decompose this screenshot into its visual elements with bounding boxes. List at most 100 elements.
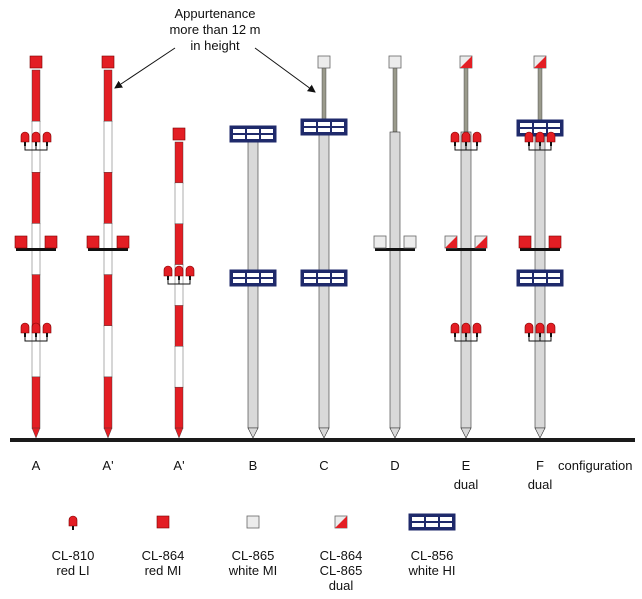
hi-lamp-window <box>426 523 438 527</box>
white-hi-light-icon <box>516 269 564 287</box>
legend-line: CL-864 <box>319 548 363 563</box>
light-stem <box>24 333 26 337</box>
light-stem <box>46 333 48 337</box>
red-li-light-icon <box>472 131 482 143</box>
legend-label-cl-865: CL-865 white MI <box>208 548 298 578</box>
red-li-light-icon <box>535 131 545 143</box>
hi-lamp-window <box>520 129 532 133</box>
light-stem <box>528 333 530 337</box>
white-hi-light-icon <box>300 269 348 287</box>
red-li-light-icon <box>20 322 30 334</box>
white-hi-light-icon <box>300 118 348 136</box>
red-li-light-icon <box>31 322 41 334</box>
mast-label: C <box>319 458 329 473</box>
hi-lamp-window <box>534 273 546 277</box>
white-mi-light-icon <box>388 55 402 69</box>
hi-lamp-window <box>304 122 316 126</box>
appurtenance-pole <box>463 67 469 133</box>
legend-item-red-mi <box>156 515 170 529</box>
annotation-arrow-left <box>114 47 176 89</box>
legend-line: CL-865 <box>231 548 275 563</box>
hi-lamp-window <box>233 273 245 277</box>
hi-lamp-window <box>332 279 344 283</box>
red-li-light-icon <box>20 131 30 143</box>
legend-line: white HI <box>408 563 456 578</box>
dual-red-half <box>475 236 487 248</box>
red-li-light-icon <box>472 322 482 334</box>
light-stem <box>454 142 456 146</box>
hi-lamp-window <box>520 123 532 127</box>
mast-2 <box>86 55 130 439</box>
legend-line: CL-864 <box>141 548 185 563</box>
legend-item-white-mi <box>246 515 260 529</box>
hi-lamp-window <box>332 273 344 277</box>
hi-lamp-window <box>412 523 424 527</box>
legend-label-dual: CL-864 CL-865 dual <box>296 548 386 593</box>
hi-lamp-window <box>548 129 560 133</box>
light-stem <box>72 526 74 530</box>
mast-band <box>103 120 113 173</box>
legend-line: red LI <box>56 563 90 578</box>
light-stem <box>465 142 467 146</box>
mast-band <box>103 325 113 378</box>
mast-band <box>31 274 41 327</box>
hi-lamp-window <box>261 129 273 133</box>
legend-line: CL-865 <box>319 563 363 578</box>
legend-item-dual <box>334 515 348 529</box>
hi-lamp-window <box>247 129 259 133</box>
annotation-arrow-right <box>254 47 316 93</box>
red-li-light-icon <box>174 265 184 277</box>
red-li-light-icon <box>524 322 534 334</box>
red-mi-light-icon <box>86 235 100 249</box>
red-li-light-icon <box>450 131 460 143</box>
white-mi-light-icon <box>246 515 260 529</box>
legend-line: dual <box>328 578 354 593</box>
hi-lamp-window <box>261 135 273 139</box>
mast-band <box>103 172 113 225</box>
red-li-light-icon <box>42 322 52 334</box>
red-li-light-icon <box>461 322 471 334</box>
hi-lamp-window <box>332 122 344 126</box>
mast-label: A <box>31 458 41 473</box>
white-hi-light-icon <box>229 269 277 287</box>
hi-lamp-window <box>247 135 259 139</box>
light-arm <box>375 248 415 251</box>
hi-lamp-window <box>548 123 560 127</box>
mast-band <box>174 386 184 429</box>
red-li-light-icon <box>68 515 78 527</box>
red-li-light-icon <box>42 131 52 143</box>
annotation-line: more than 12 m <box>169 22 261 37</box>
mast-base <box>31 427 41 439</box>
dual-red-half <box>445 236 457 248</box>
appurtenance-pole <box>392 67 398 133</box>
hi-lamp-window <box>318 122 330 126</box>
red-mi-light-icon <box>116 235 130 249</box>
light-stem <box>476 333 478 337</box>
mast-base <box>318 427 330 439</box>
mast-band <box>174 141 184 184</box>
mast-base <box>247 427 259 439</box>
light-stem <box>454 333 456 337</box>
red-li-light-icon <box>535 322 545 334</box>
mast-band <box>103 274 113 327</box>
hi-lamp-window <box>520 273 532 277</box>
light-stem <box>35 142 37 146</box>
red-li-light-icon <box>546 322 556 334</box>
hi-lamp-window <box>412 517 424 521</box>
light-arm <box>88 248 128 251</box>
mast-base <box>389 427 401 439</box>
mast-label: F <box>536 458 544 473</box>
white-hi-light-icon <box>408 513 456 531</box>
mast-label: A' <box>173 458 185 473</box>
light-stem <box>24 142 26 146</box>
ground-line <box>10 438 635 442</box>
red-mi-light-icon <box>101 55 115 69</box>
dual-red-half <box>534 56 546 68</box>
mast-band <box>174 305 184 347</box>
mast-shaft <box>389 131 401 429</box>
dual-red-half <box>460 56 472 68</box>
hi-lamp-window <box>548 273 560 277</box>
hi-lamp-window <box>247 273 259 277</box>
legend-line: white MI <box>228 563 278 578</box>
mast-6 <box>373 55 417 439</box>
